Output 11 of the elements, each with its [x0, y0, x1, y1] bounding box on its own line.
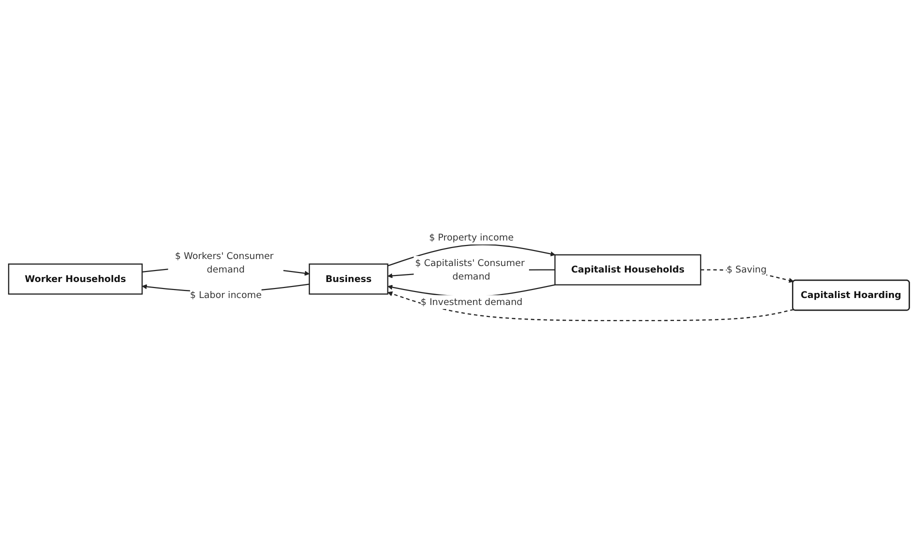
edge-label: $ Labor income: [190, 289, 262, 300]
node-box: Business: [308, 263, 388, 295]
arrow: [388, 244, 556, 266]
edge-label: $ Property income: [429, 232, 514, 243]
node-box: Worker Households: [8, 263, 143, 295]
edge-label: $ Capitalists' Consumer demand: [415, 257, 525, 282]
edge-label: $ Saving: [726, 264, 767, 275]
edge-label: $ Investment demand: [420, 296, 523, 308]
arrow: [388, 291, 794, 322]
edge-label: $ Workers' Consumer demand: [174, 250, 274, 275]
node-box: Capitalist Households: [554, 254, 702, 286]
